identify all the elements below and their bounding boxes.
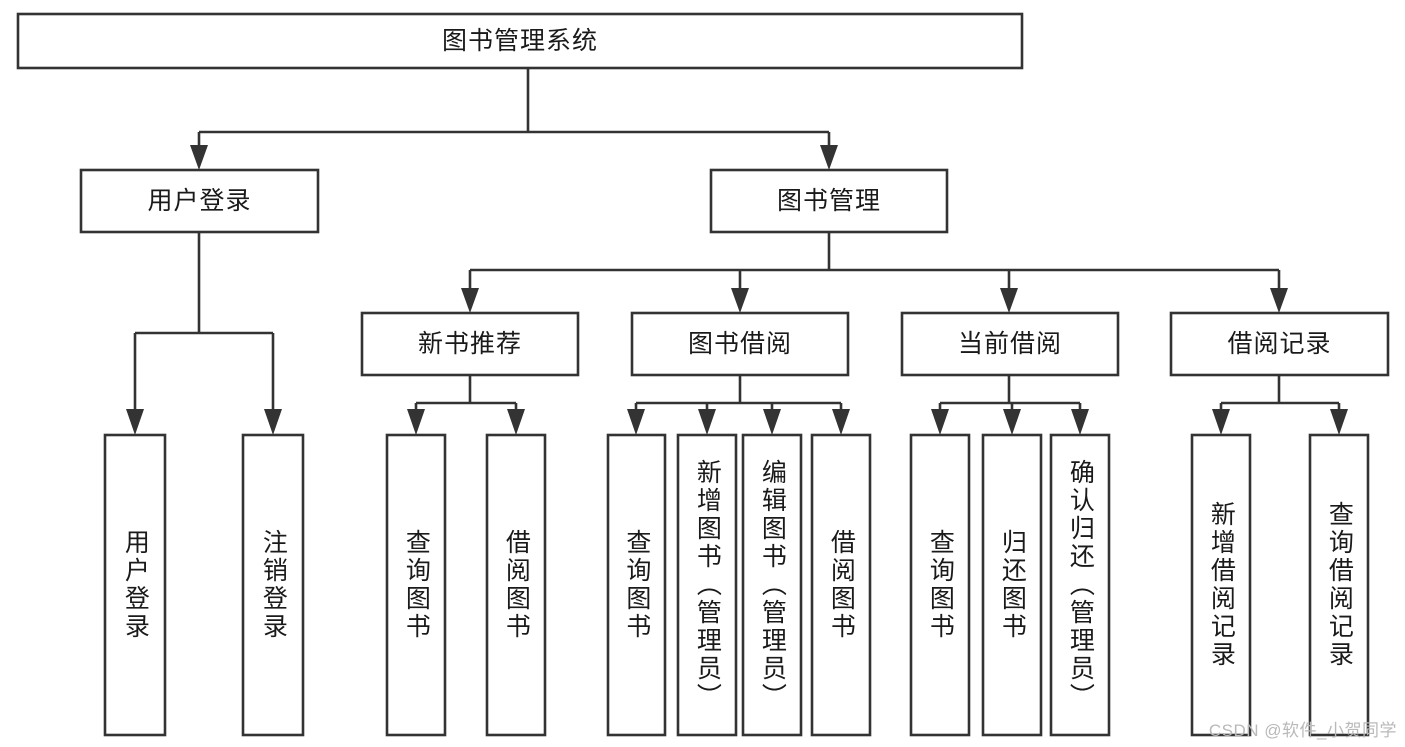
arrow-to-leaf-add-borrow-record [1212,409,1230,435]
arrow-to-new-book-recommend [461,288,479,313]
leaf-box-borrow-book-recommend[interactable] [485,433,547,737]
node-user-login-box[interactable] [79,168,320,234]
arrow-to-book-management [820,145,838,170]
node-book-management-box[interactable] [709,168,949,234]
node-new-book-recommend-box[interactable] [360,311,580,377]
arrow-to-leaf-logout-login [264,409,282,435]
watermark-text: CSDN @软件_小贺同学 [1208,721,1397,740]
arrow-to-leaf-query-book-recommend [407,409,425,435]
leaf-box-add-borrow-record[interactable] [1190,433,1252,737]
leaf-box-add-book-admin[interactable] [676,433,738,737]
arrow-to-leaf-return-book [1003,409,1021,435]
leaf-box-query-book-recommend[interactable] [385,433,447,737]
node-book-borrow-box[interactable] [630,311,850,377]
leaf-box-borrow-book[interactable] [810,433,872,737]
leaf-box-user-login[interactable] [103,433,167,737]
leaf-box-return-book[interactable] [981,433,1043,737]
arrow-to-book-borrow [731,288,749,313]
arrow-to-leaf-user-login [126,409,144,435]
leaf-box-edit-book-admin[interactable] [741,433,803,737]
arrow-to-user-login [190,145,208,170]
leaf-box-query-book-borrow[interactable] [606,433,667,737]
arrow-to-leaf-borrow-book-recommend [507,409,525,435]
arrow-to-leaf-query-book-borrow [627,409,645,435]
node-current-borrow-box[interactable] [900,311,1120,377]
leaf-box-query-book-current[interactable] [909,433,971,737]
leaf-box-query-borrow-record[interactable] [1308,433,1370,737]
arrow-to-leaf-confirm-return-admin [1071,409,1089,435]
arrow-to-current-borrow [1000,288,1018,313]
leaf-box-confirm-return-admin[interactable] [1049,433,1111,737]
node-borrow-record-box[interactable] [1169,311,1390,377]
arrow-to-leaf-query-book-current [931,409,949,435]
arrow-to-leaf-borrow-book [832,409,850,435]
leaf-box-logout-login[interactable] [241,433,305,737]
arrow-to-leaf-edit-book-admin [763,409,781,435]
arrow-to-leaf-add-book-admin [698,409,716,435]
arrow-to-leaf-query-borrow-record [1330,409,1348,435]
node-root-box[interactable] [16,12,1024,70]
arrow-to-borrow-record [1270,288,1288,313]
